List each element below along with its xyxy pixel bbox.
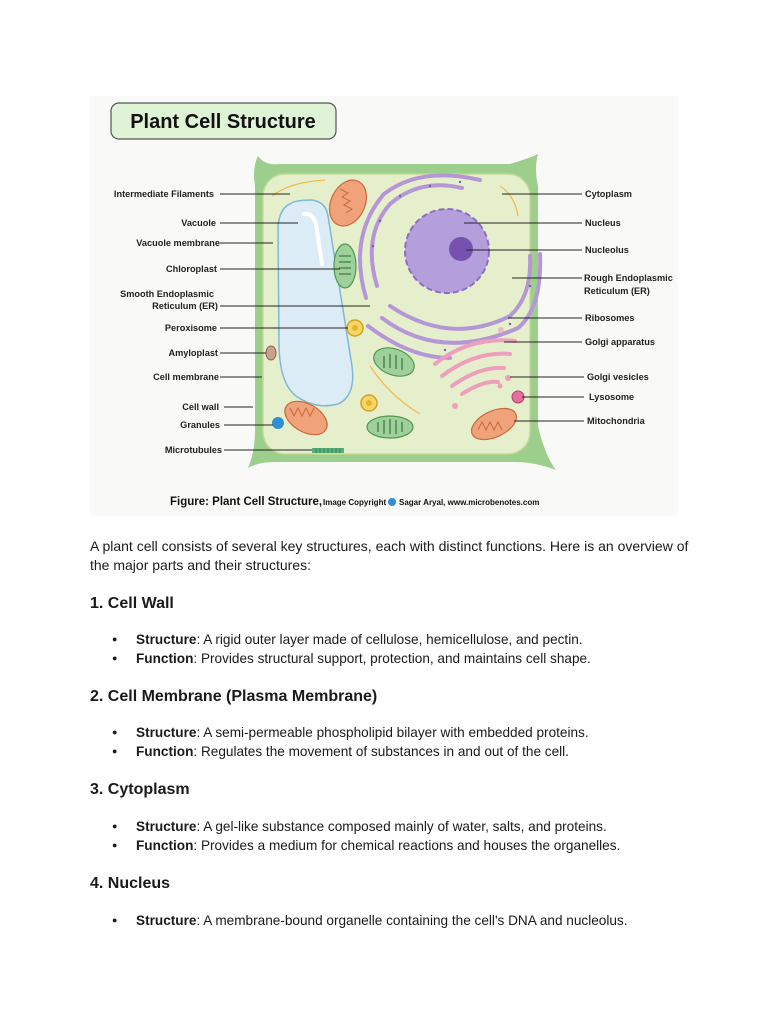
list-item: Function: Regulates the movement of subs… (90, 742, 710, 761)
label-cell-membrane: Cell membrane (153, 372, 219, 382)
nucleus-list: Structure: A membrane-bound organelle co… (90, 911, 710, 930)
label-golgi-apparatus: Golgi apparatus (585, 337, 655, 347)
bullet-label: Function (136, 744, 194, 759)
bullet-text: : A rigid outer layer made of cellulose,… (196, 632, 583, 647)
label-golgi-vesicles: Golgi vesicles (587, 372, 649, 382)
label-nucleus: Nucleus (585, 218, 621, 228)
rough-er (358, 173, 543, 360)
cytoplasm-list: Structure: A gel-like substance composed… (90, 817, 710, 855)
label-amyloplast: Amyloplast (168, 348, 218, 358)
figure-caption-author: Sagar Aryal, www.microbenotes.com (399, 498, 539, 507)
list-item: Function: Provides structural support, p… (90, 649, 710, 668)
chloroplast-3 (366, 415, 414, 439)
label-microtubules: Microtubules (165, 445, 222, 455)
intro-paragraph: A plant cell consists of several key str… (90, 538, 689, 573)
list-item: Structure: A gel-like substance composed… (90, 817, 710, 836)
label-rough-er-line1: Rough Endoplasmic (584, 273, 673, 283)
plant-cell-diagram: Plant Cell Structure (90, 96, 678, 516)
label-cytoplasm: Cytoplasm (585, 189, 632, 199)
label-cell-wall: Cell wall (182, 402, 219, 412)
section-heading-cell-membrane: 2. Cell Membrane (Plasma Membrane) (90, 688, 378, 705)
figure-caption-main: Figure: Plant Cell Structure, (170, 496, 322, 508)
bullet-label: Function (136, 651, 194, 666)
label-peroxisome: Peroxisome (165, 323, 217, 333)
bullet-label: Structure (136, 913, 197, 928)
bullet-label: Structure (136, 725, 197, 740)
list-item: Function: Provides a medium for chemical… (90, 836, 710, 855)
label-ribosomes: Ribosomes (585, 313, 635, 323)
label-smooth-er-line2: Reticulum (ER) (152, 301, 218, 311)
list-item: Structure: A rigid outer layer made of c… (90, 630, 710, 649)
label-mitochondria: Mitochondria (587, 416, 646, 426)
bullet-label: Structure (136, 819, 197, 834)
label-chloroplast: Chloroplast (166, 264, 217, 274)
mitochondrion-bottom-right (470, 407, 518, 441)
golgi-apparatus (433, 338, 517, 396)
section-heading-cytoplasm: 3. Cytoplasm (90, 781, 190, 798)
mitochondrion-bottom-left (284, 400, 328, 436)
cell-membrane-list: Structure: A semi-permeable phospholipid… (90, 723, 710, 761)
section-heading-nucleus: 4. Nucleus (90, 875, 171, 892)
nucleus (404, 208, 490, 294)
chloroplast-2 (373, 347, 415, 377)
list-item: Structure: A membrane-bound organelle co… (90, 911, 710, 930)
figure-title-box (110, 102, 337, 140)
list-item: Structure: A semi-permeable phospholipid… (90, 723, 710, 742)
bullet-text: : A semi-permeable phospholipid bilayer … (196, 725, 589, 740)
plant-cell-figure: Plant Cell Structure (90, 96, 678, 516)
bullet-label: Function (136, 838, 194, 853)
mitochondrion-top (328, 179, 368, 227)
bullet-text: : Regulates the movement of substances i… (193, 744, 569, 759)
label-smooth-er-line1: Smooth Endoplasmic (120, 289, 214, 299)
label-intermediate-filaments: Intermediate Filaments (114, 189, 214, 199)
label-nucleolus: Nucleolus (585, 245, 629, 255)
chloroplast-1 (333, 243, 357, 289)
label-granules: Granules (180, 420, 220, 430)
amyloplast (265, 345, 277, 361)
copyright-icon (388, 498, 396, 506)
figure-title: Plant Cell Structure (130, 111, 316, 133)
granule (272, 417, 284, 429)
label-vacuole-membrane: Vacuole membrane (136, 238, 220, 248)
bullet-text: : Provides structural support, protectio… (193, 651, 591, 666)
bullet-text: : A membrane-bound organelle containing … (196, 913, 628, 928)
label-vacuole: Vacuole (181, 218, 216, 228)
cell-wall-list: Structure: A rigid outer layer made of c… (90, 630, 710, 668)
nucleolus (449, 237, 473, 261)
label-rough-er-line2: Reticulum (ER) (584, 286, 650, 296)
bullet-text: : Provides a medium for chemical reactio… (193, 838, 621, 853)
vacuole (277, 199, 354, 407)
bullet-label: Structure (136, 632, 197, 647)
label-lysosome: Lysosome (589, 392, 634, 402)
bullet-text: : A gel-like substance composed mainly o… (196, 819, 607, 834)
figure-caption-copyright: Image Copyright (323, 498, 386, 507)
section-heading-cell-wall: 1. Cell Wall (90, 595, 174, 612)
